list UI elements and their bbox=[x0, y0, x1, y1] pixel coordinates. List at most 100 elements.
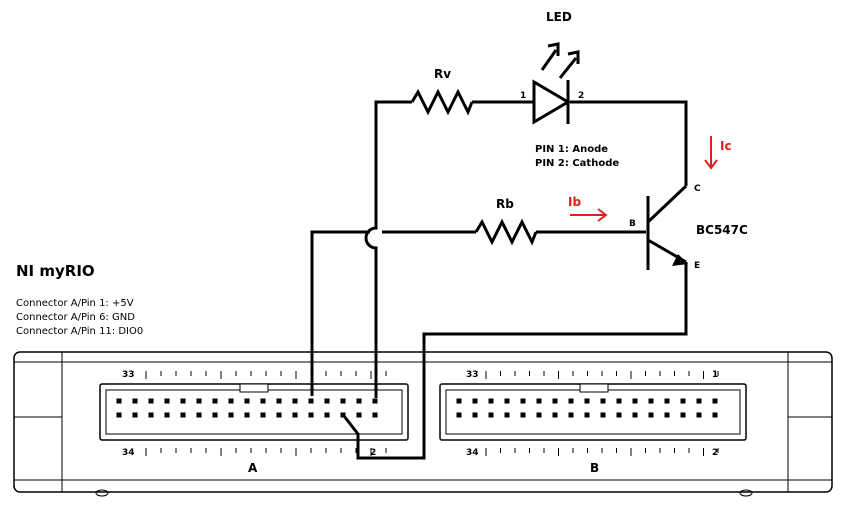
connector-pin bbox=[600, 412, 606, 418]
connector-pin bbox=[244, 412, 250, 418]
connector-pin bbox=[356, 412, 362, 418]
connector-pin bbox=[552, 398, 558, 404]
connector-b-label: B bbox=[590, 461, 599, 475]
connector-pin bbox=[148, 412, 154, 418]
connector-b-top-left-number: 33 bbox=[466, 370, 479, 380]
connector-a-label: A bbox=[248, 461, 258, 475]
connector-b-top-marks bbox=[485, 371, 719, 379]
connector-pin bbox=[632, 398, 638, 404]
connector-pin bbox=[308, 398, 314, 404]
connector-a-bottom-marks bbox=[145, 448, 387, 456]
ic-arrow bbox=[704, 136, 718, 170]
connector-pin bbox=[488, 412, 494, 418]
connector-a-top-marks bbox=[145, 371, 387, 379]
connector-b-bottom-right-number: 2 bbox=[712, 448, 718, 458]
connector-pin bbox=[372, 412, 378, 418]
connector-pin bbox=[260, 398, 266, 404]
wire-dio0-a bbox=[310, 230, 370, 396]
connector-pin bbox=[340, 412, 346, 418]
connector-pin bbox=[664, 398, 670, 404]
connector-pin bbox=[212, 412, 218, 418]
connector-pin bbox=[712, 412, 718, 418]
connector-pin bbox=[180, 412, 186, 418]
connector-b-pins bbox=[456, 398, 718, 418]
connector-pin bbox=[664, 412, 670, 418]
connector-pin bbox=[504, 412, 510, 418]
base-label: B bbox=[629, 219, 636, 229]
connector-pin bbox=[292, 412, 298, 418]
ic-label: Ic bbox=[720, 139, 732, 153]
led-pin1-label: 1 bbox=[520, 91, 526, 101]
rb-label: Rb bbox=[496, 197, 514, 211]
connector-pin bbox=[712, 398, 718, 404]
connector-pin bbox=[680, 412, 686, 418]
connector-pin bbox=[228, 412, 234, 418]
connector-pin bbox=[116, 412, 122, 418]
connector-a-top-left-number: 33 bbox=[122, 370, 135, 380]
connector-a-bottom-right-number: 2 bbox=[370, 448, 376, 458]
rb-resistor bbox=[474, 218, 538, 246]
connector-pin bbox=[472, 398, 478, 404]
led-note-cathode: PIN 2: Cathode bbox=[535, 158, 619, 169]
connector-pin bbox=[520, 412, 526, 418]
connector-pin bbox=[584, 412, 590, 418]
connector-pin bbox=[276, 412, 282, 418]
emitter-label: E bbox=[694, 261, 700, 271]
connector-b bbox=[439, 371, 747, 456]
collector-label: C bbox=[694, 184, 701, 194]
connector-pin bbox=[132, 412, 138, 418]
connector-pin bbox=[552, 412, 558, 418]
connector-pin bbox=[180, 398, 186, 404]
connector-pin bbox=[228, 398, 234, 404]
wires bbox=[310, 100, 688, 460]
connector-pin bbox=[472, 412, 478, 418]
connector-pin bbox=[584, 398, 590, 404]
connector-pin bbox=[132, 398, 138, 404]
connector-pin bbox=[696, 412, 702, 418]
connector-b-bottom-marks bbox=[485, 448, 719, 456]
pin-note-3: Connector A/Pin 11: DIO0 bbox=[16, 326, 143, 337]
board-title: NI myRIO bbox=[16, 262, 95, 280]
wire-5v bbox=[364, 100, 412, 398]
wire-led-collector bbox=[570, 100, 688, 186]
transistor-label: BC547C bbox=[696, 223, 748, 237]
connector-pin bbox=[632, 412, 638, 418]
connector-pin bbox=[292, 398, 298, 404]
connector-pin bbox=[356, 398, 362, 404]
connector-pin bbox=[696, 398, 702, 404]
ib-arrow bbox=[570, 208, 608, 222]
connector-pin bbox=[680, 398, 686, 404]
wire-gnd bbox=[342, 262, 688, 460]
connector-b-top-right-number: 1 bbox=[712, 370, 718, 380]
connector-a-bottom-left-number: 34 bbox=[122, 448, 135, 458]
connector-pin bbox=[372, 398, 378, 404]
rv-label: Rv bbox=[434, 67, 451, 81]
connector-pin bbox=[536, 398, 542, 404]
connector-pin bbox=[568, 412, 574, 418]
connector-pin bbox=[616, 412, 622, 418]
connector-pin bbox=[648, 398, 654, 404]
led-label: LED bbox=[546, 10, 572, 24]
connector-pin bbox=[600, 398, 606, 404]
connector-pin bbox=[116, 398, 122, 404]
connector-pin bbox=[648, 412, 654, 418]
connector-pin bbox=[276, 398, 282, 404]
connector-pin bbox=[164, 398, 170, 404]
connector-pin bbox=[340, 398, 346, 404]
led-symbol bbox=[532, 42, 580, 125]
connector-pin bbox=[324, 412, 330, 418]
connector-pin bbox=[260, 412, 266, 418]
connector-pin bbox=[520, 398, 526, 404]
connector-pin bbox=[308, 412, 314, 418]
pin-note-2: Connector A/Pin 6: GND bbox=[16, 312, 135, 323]
connector-pin bbox=[148, 398, 154, 404]
connector-pin bbox=[164, 412, 170, 418]
connector-pin bbox=[616, 398, 622, 404]
connector-pin bbox=[456, 398, 462, 404]
ib-label: Ib bbox=[568, 195, 581, 209]
connector-pin bbox=[324, 398, 330, 404]
connector-b-bottom-left-number: 34 bbox=[466, 448, 479, 458]
led-pin2-label: 2 bbox=[578, 91, 584, 101]
rv-resistor bbox=[410, 88, 474, 116]
